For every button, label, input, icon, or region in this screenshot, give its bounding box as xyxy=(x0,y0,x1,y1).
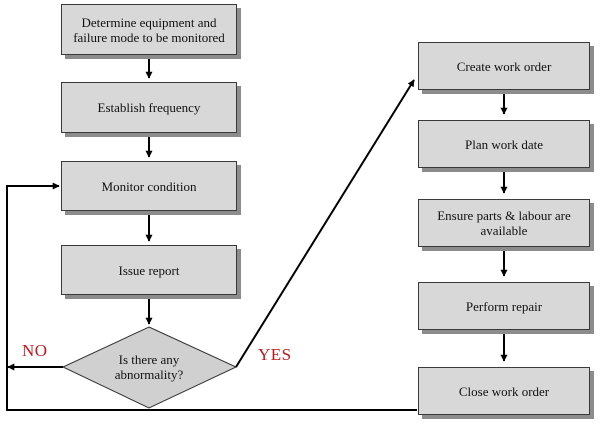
step-monitor-condition-text: Monitor condition xyxy=(101,178,197,194)
yes-label: YES xyxy=(258,345,292,364)
step-issue-report-text: Issue report xyxy=(118,262,180,278)
step-ensure-parts: Ensure parts & labour are available xyxy=(418,199,590,247)
decision-question: Is there any abnormality? xyxy=(114,352,184,382)
step-issue-report: Issue report xyxy=(61,245,237,295)
no-label: NO xyxy=(22,341,48,360)
step-determine-equipment-text: Determine equipment and failure mode to … xyxy=(73,14,225,45)
step-plan-work-date: Plan work date xyxy=(418,120,590,168)
step-perform-repair: Perform repair xyxy=(418,282,590,330)
arrow-loop-back xyxy=(6,182,417,411)
step-create-work-order: Create work order xyxy=(418,42,590,90)
step-close-work-order-text: Close work order xyxy=(458,383,550,399)
step-perform-repair-text: Perform repair xyxy=(465,298,543,314)
step-close-work-order: Close work order xyxy=(418,367,590,415)
decision-diamond xyxy=(61,326,238,409)
step-create-work-order-text: Create work order xyxy=(456,58,552,74)
step-plan-work-date-text: Plan work date xyxy=(465,136,543,152)
step-ensure-parts-text: Ensure parts & labour are available xyxy=(437,208,571,238)
step-determine-equipment: Determine equipment and failure mode to … xyxy=(61,4,237,55)
arrow-yes-branch xyxy=(235,79,415,368)
step-establish-frequency-text: Establish frequency xyxy=(97,100,201,115)
step-establish-frequency: Establish frequency xyxy=(61,82,237,133)
step-monitor-condition: Monitor condition xyxy=(61,161,237,211)
decision-text: Is there any abnormality? xyxy=(83,349,215,385)
